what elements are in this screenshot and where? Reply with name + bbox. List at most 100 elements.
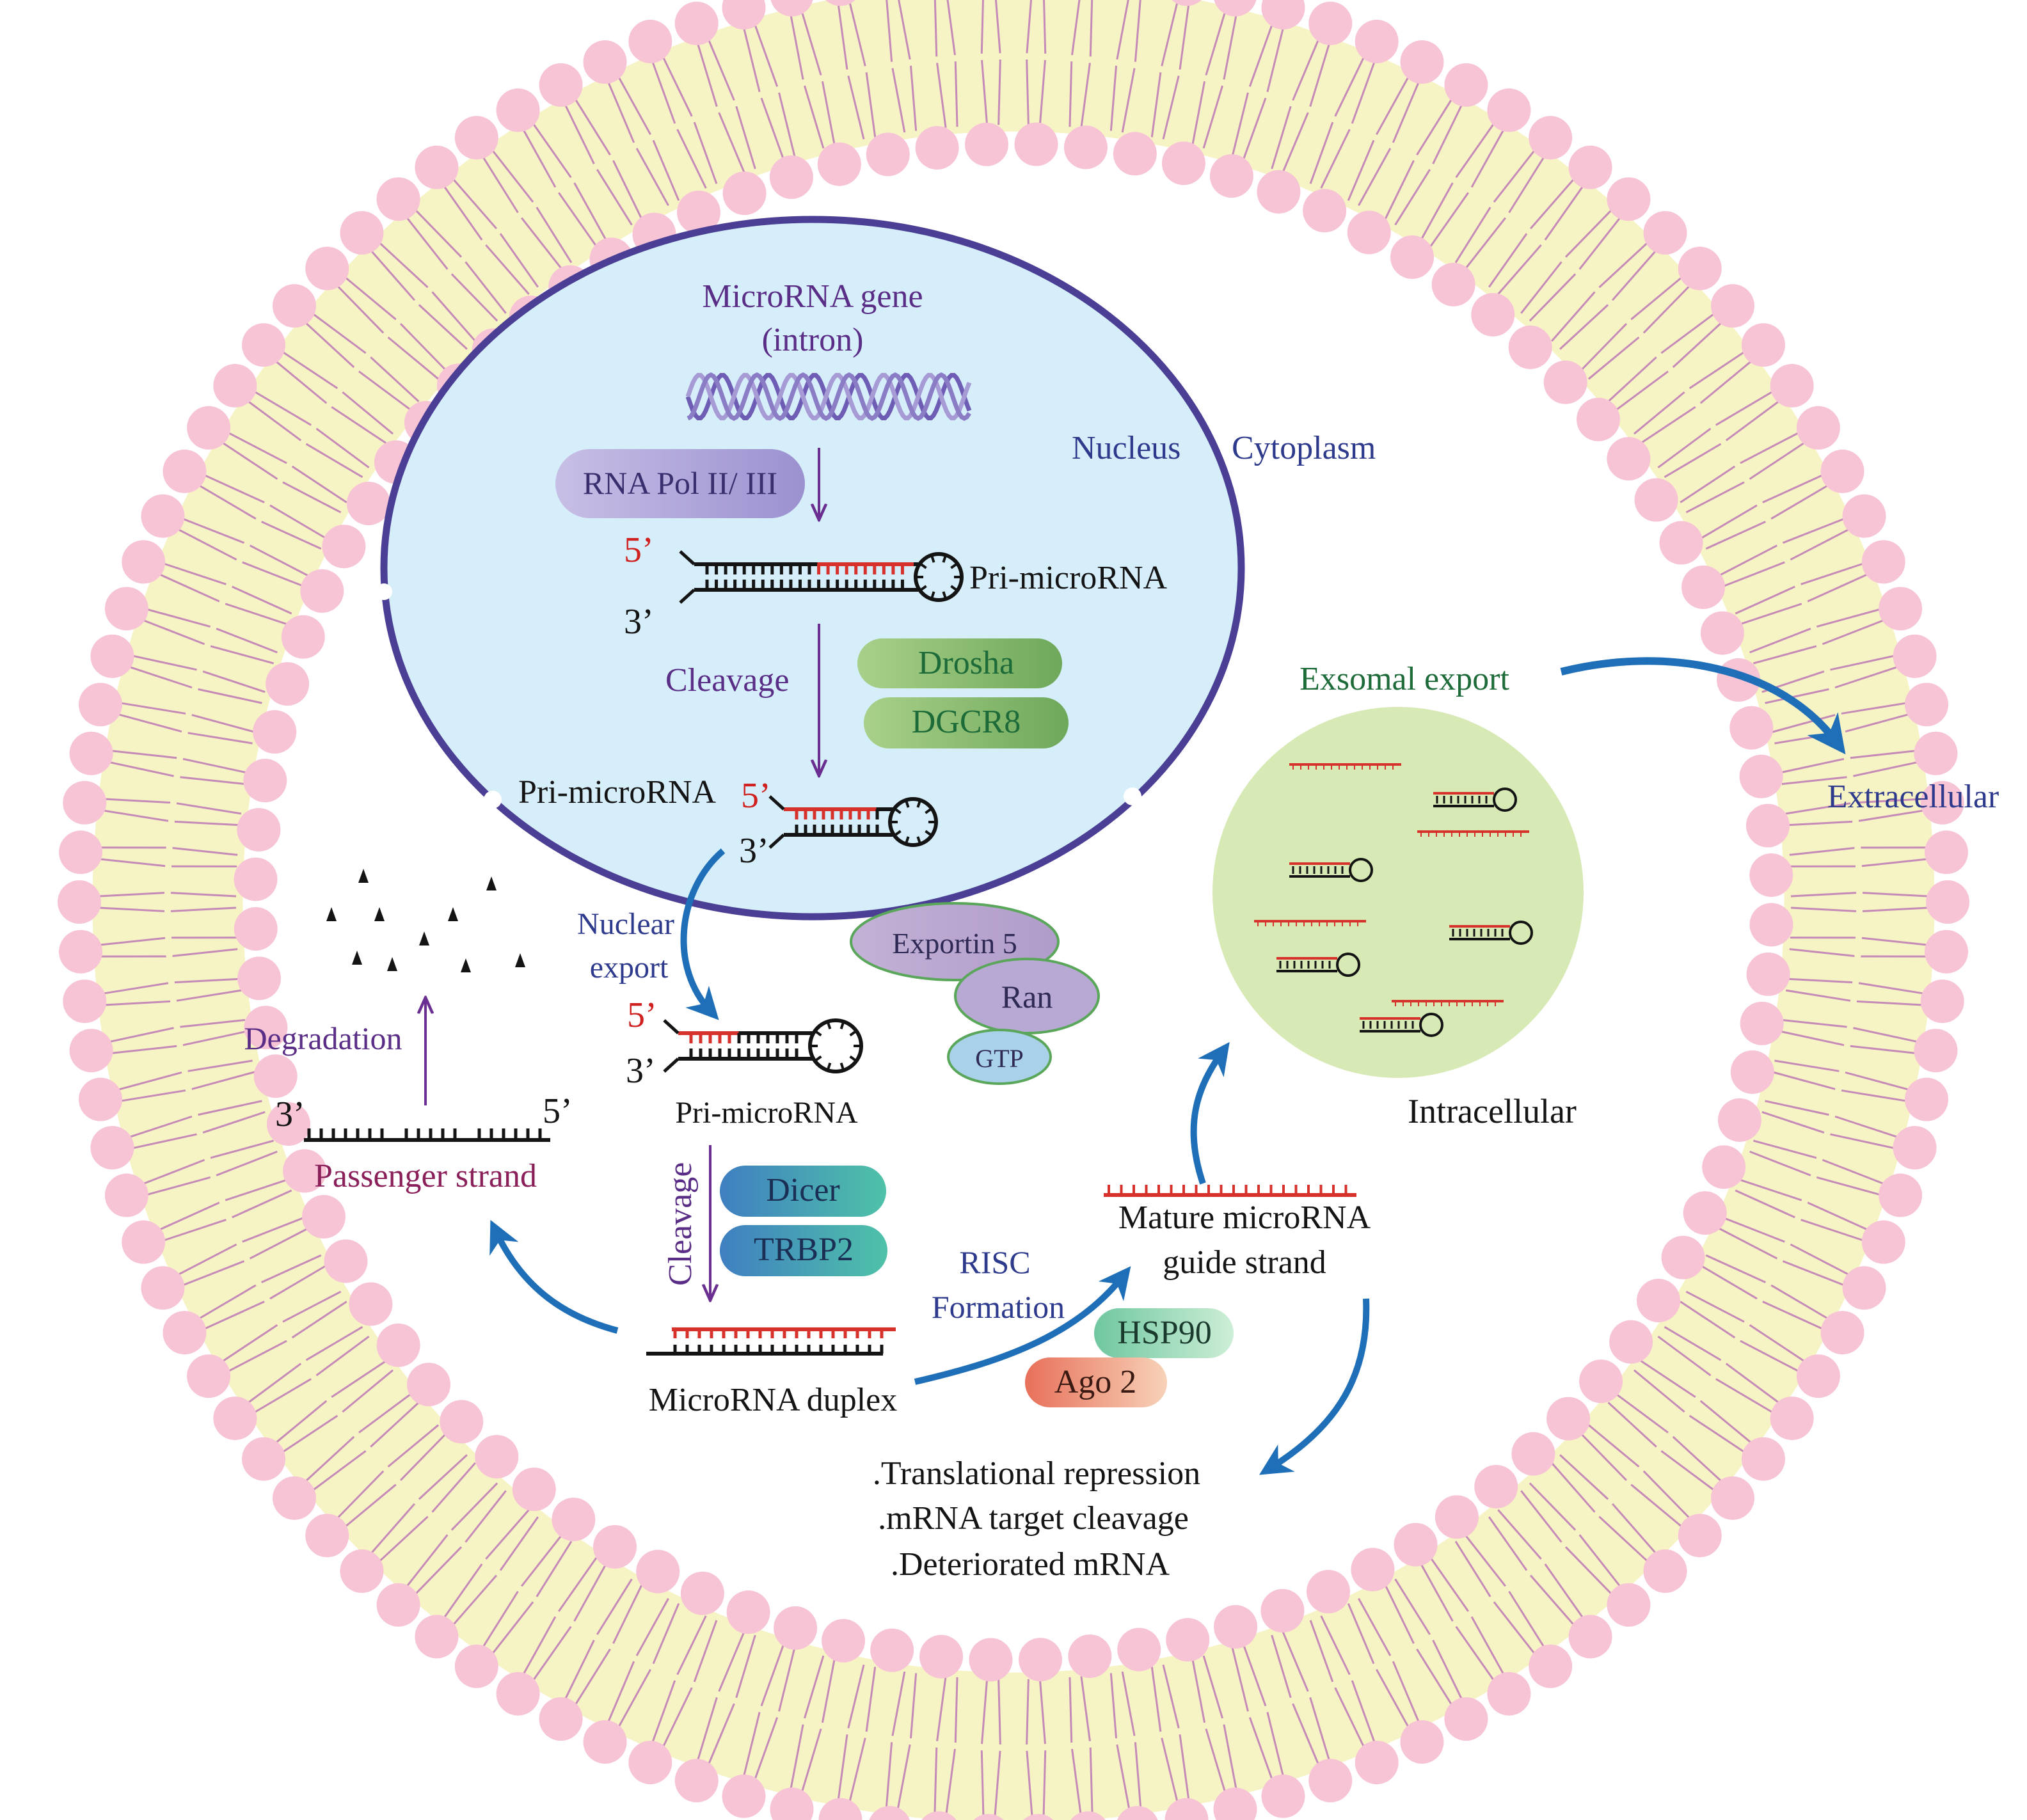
lipid-tail [558, 1557, 598, 1612]
lipid-tail [170, 906, 237, 912]
lipid-tail [98, 892, 165, 898]
phospholipid-head [1508, 325, 1552, 369]
lipid-tail [1642, 285, 1690, 334]
lipid-tail [104, 1000, 171, 1006]
phospholipid-head [1607, 177, 1651, 221]
lipid-tail [1850, 750, 1916, 759]
exo-loop [1509, 921, 1533, 945]
lipid-tail [1080, 63, 1091, 128]
phospholipid-head [475, 1435, 519, 1479]
fragment [486, 876, 497, 890]
phospholipid-head [1444, 63, 1488, 107]
lipid-tail [898, 0, 911, 60]
phospholipid-head [1261, 1774, 1305, 1818]
lipid-tail [109, 761, 174, 777]
lipid-tail [1121, 1671, 1136, 1736]
phospholipid-head [921, 1811, 957, 1820]
phospholipid-head [301, 1194, 346, 1238]
lipid-tail [1790, 892, 1857, 898]
lipid-tail [216, 628, 278, 654]
lipid-tail [896, 1744, 911, 1810]
ago2-complex: Ago 2 [1025, 1357, 1167, 1407]
formation-label: Formation [932, 1289, 1065, 1325]
lipid-tail [174, 977, 241, 984]
phospholipid-head [1435, 1495, 1479, 1539]
lipid-tail [760, 1644, 785, 1707]
lipid-tail [1042, 1750, 1047, 1817]
phospholipid-head [1643, 210, 1687, 255]
phospholipid-head [869, 1806, 910, 1820]
exo-loop [1336, 953, 1360, 977]
loop-base [925, 807, 933, 814]
lipid-tail [465, 1490, 507, 1543]
lipid-tail [482, 156, 519, 214]
phospholipid-head [1543, 360, 1587, 404]
phospholipid-head [415, 1615, 459, 1659]
lipid-tail [1559, 1454, 1609, 1500]
lipid-tail [1497, 1509, 1542, 1560]
lipid-tail [331, 406, 387, 444]
lipid-tail [696, 1697, 718, 1761]
phospholipid-head [1355, 1741, 1399, 1785]
lipid-tail [1392, 81, 1420, 143]
guide-strand-label: guide strand [1163, 1244, 1326, 1281]
lipid-tail [1861, 858, 1928, 867]
lipid-tail [1781, 776, 1847, 786]
phospholipid-head [69, 731, 113, 775]
lipid-tail [315, 427, 370, 469]
lipid-tail [980, 1750, 985, 1817]
duplex-rna-icon [646, 1327, 896, 1356]
phospholipid-head [122, 540, 166, 584]
lipid-tail [418, 1454, 468, 1500]
lipid-tail [1121, 68, 1136, 133]
lipid-tail [558, 192, 598, 247]
lipid-tail [1520, 1490, 1562, 1543]
lipid-tail [1223, 14, 1237, 80]
lipid-tail [821, 1658, 836, 1723]
lipid-tail [342, 1369, 394, 1413]
lipid-tail [1853, 761, 1918, 777]
lipid-tail [1723, 561, 1785, 587]
lipid-tail [1611, 1503, 1657, 1555]
lipid-tail [1740, 431, 1800, 464]
lipid-tail [1150, 72, 1162, 138]
lipid-tail [249, 544, 308, 577]
dna-helix-icon [685, 372, 972, 421]
phospholipid-head [822, 1618, 866, 1663]
dicer-complex: Dicer [720, 1166, 886, 1217]
outcome-target-cleavage: .mRNA target cleavage [878, 1500, 1189, 1537]
lipid-tail [1822, 1159, 1885, 1185]
lipid-tail [1161, 1, 1179, 67]
phospholipid-head [1634, 478, 1678, 522]
lipid-tail [172, 847, 238, 856]
lipid-tail [1205, 1729, 1227, 1792]
lipid-tail [269, 1264, 327, 1300]
phospholipid-head [1351, 1547, 1395, 1592]
fragment [352, 951, 362, 965]
nuclear-export-label: Nuclear [577, 907, 674, 941]
phospholipid-head [163, 1311, 207, 1355]
lipid-tail [1772, 1071, 1836, 1090]
lipid-tail [109, 1027, 174, 1043]
gene-silencing-arrow [1259, 1298, 1370, 1475]
phospholipid-head [1796, 1354, 1840, 1398]
lipid-tail [1134, 0, 1141, 62]
phospholipid-head [1063, 125, 1108, 170]
lipid-tail [1392, 1661, 1420, 1723]
loop-base [826, 1063, 832, 1071]
lipid-tail [735, 1634, 756, 1698]
drosha-label: Drosha [918, 645, 1014, 681]
lipid-tail [443, 185, 483, 241]
lipid-tail [954, 61, 958, 127]
lipid-tail [1202, 1655, 1223, 1719]
phospholipid-head [63, 979, 107, 1024]
lipid-tail [431, 1462, 476, 1513]
lipid-tail [1770, 484, 1829, 520]
phospholipid-head [104, 1173, 148, 1217]
lipid-tail [1672, 1436, 1722, 1482]
lipid-tail [607, 1661, 635, 1723]
lipid-tail [370, 249, 416, 301]
fragment [387, 957, 397, 971]
lipid-tail [104, 798, 171, 804]
